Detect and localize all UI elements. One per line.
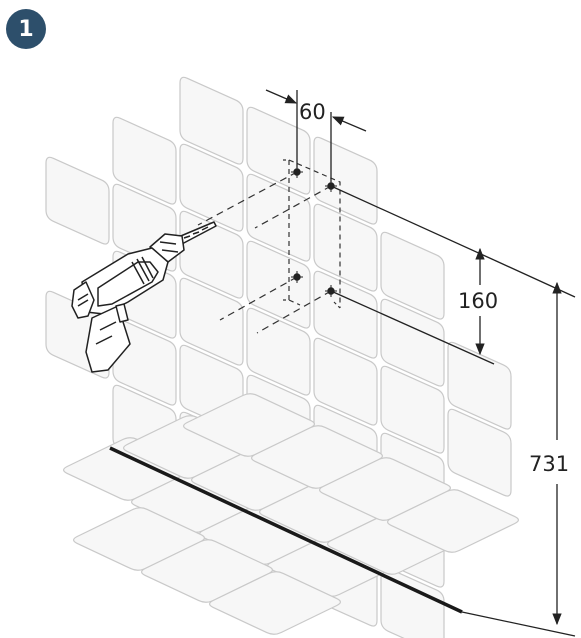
- tile: [251, 425, 383, 489]
- tile: [179, 277, 244, 366]
- dimension-60: [265, 89, 367, 182]
- tile: [313, 337, 378, 426]
- dimension-160: [330, 185, 495, 365]
- tile: [447, 408, 512, 497]
- tile: [179, 76, 244, 165]
- tile: [319, 457, 451, 521]
- tile: [141, 539, 273, 603]
- dimension-160-label: 160: [458, 289, 498, 313]
- floor-tiles: [63, 393, 519, 635]
- mounting-outline-inner: [283, 159, 341, 309]
- drill-guide-lines: [197, 171, 332, 334]
- tile: [73, 507, 205, 571]
- tile: [447, 341, 512, 430]
- tile: [112, 116, 177, 205]
- tile: [387, 489, 519, 553]
- drill-hole-bottom-left: [291, 271, 303, 283]
- tile: [179, 143, 244, 232]
- tile: [380, 365, 445, 454]
- tile: [45, 156, 110, 245]
- drill-holes: [291, 166, 337, 297]
- tile: [380, 231, 445, 320]
- step-number-badge: 1: [6, 9, 46, 49]
- drill-icon: [71, 221, 217, 373]
- tile: [313, 136, 378, 225]
- dimension-731-label: 731: [529, 452, 569, 476]
- dimension-60-label: 60: [299, 100, 326, 124]
- tile: [246, 173, 311, 262]
- tile: [209, 571, 341, 635]
- tile: [313, 203, 378, 292]
- tile: [183, 393, 315, 457]
- floor-wall-edge: [109, 446, 463, 614]
- dimension-731: [461, 259, 576, 637]
- mounting-outline: [288, 159, 341, 308]
